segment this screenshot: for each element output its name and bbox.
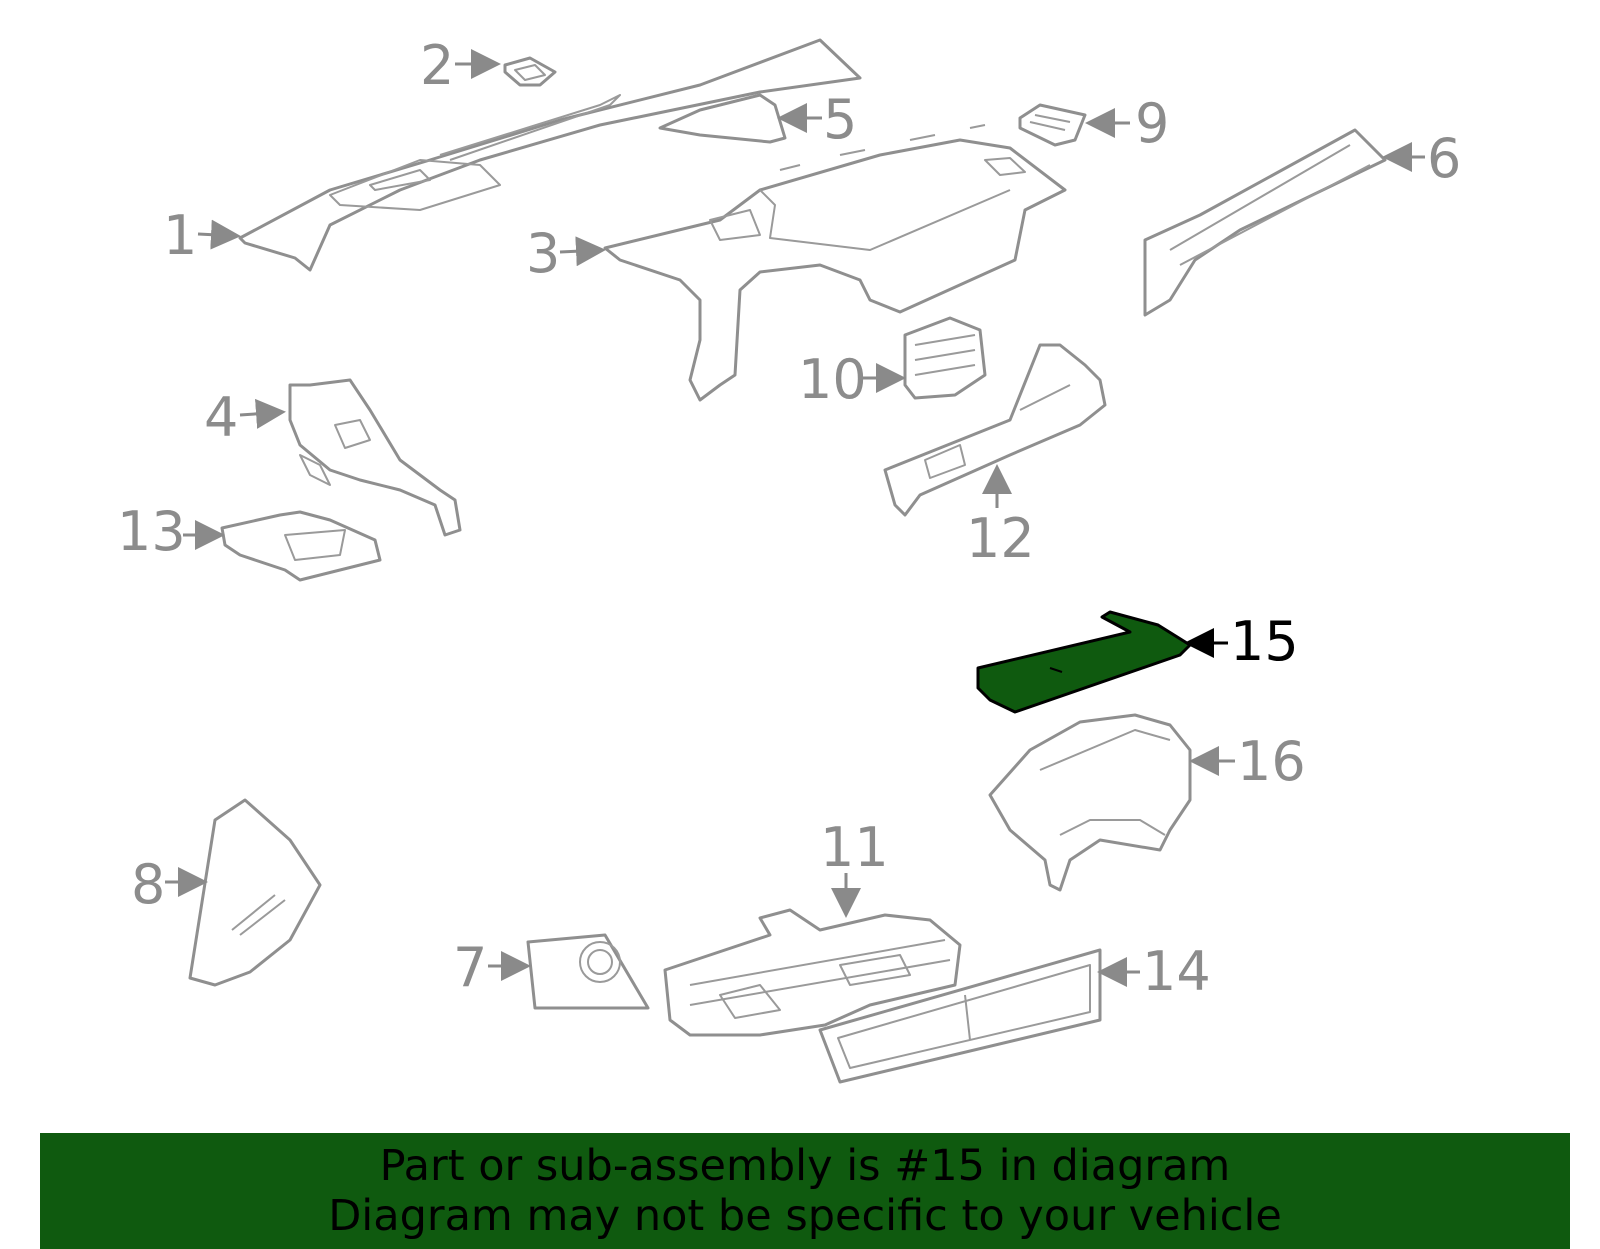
part-12-bracket [883,343,1107,517]
info-banner: Part or sub-assembly is #15 in diagram D… [40,1133,1570,1249]
callout-arrows [165,49,1425,987]
callout-15: 15 [1230,610,1299,673]
part-13-small-bracket [220,510,382,582]
callout-8: 8 [131,853,165,916]
part-1-dash-upper-panel [238,38,862,272]
callout-6: 6 [1427,127,1461,190]
part-14-trim-bezel [818,948,1102,1084]
callout-12: 12 [966,507,1035,570]
part-11-center-vents [663,908,962,1037]
part-5-cover [658,93,787,144]
callout-labels: 1 2 3 4 5 6 7 8 9 10 11 12 13 14 15 16 [117,34,1461,1003]
part-6-trim-bar [1143,128,1387,317]
part-4-side-bracket [288,378,462,537]
banner-line-2: Diagram may not be specific to your vehi… [328,1191,1282,1241]
part-3-instrument-panel-carrier [603,124,1067,402]
part-9-vent [1018,103,1087,147]
part-7-bezel [526,933,650,1010]
part-16-cluster-housing [988,713,1192,892]
banner-line-1: Part or sub-assembly is #15 in diagram [379,1141,1231,1191]
part-2-clip [503,56,557,87]
part-8-end-panel [188,798,322,987]
callout-9: 9 [1135,92,1169,155]
callout-4: 4 [204,386,238,449]
part-15-highlighted-trim [976,610,1192,714]
callout-14: 14 [1142,940,1211,1003]
callout-1: 1 [163,204,197,267]
callout-2: 2 [420,34,454,97]
callout-3: 3 [526,222,560,285]
parts-diagram: 1 2 3 4 5 6 7 8 9 10 11 12 13 14 15 16 [117,34,1461,1084]
callout-5: 5 [823,88,857,151]
callout-7: 7 [453,936,487,999]
part-10-vent-housing [903,316,987,400]
callout-11: 11 [820,816,889,879]
callout-13: 13 [117,500,186,563]
callout-16: 16 [1237,730,1306,793]
callout-10: 10 [798,348,867,411]
